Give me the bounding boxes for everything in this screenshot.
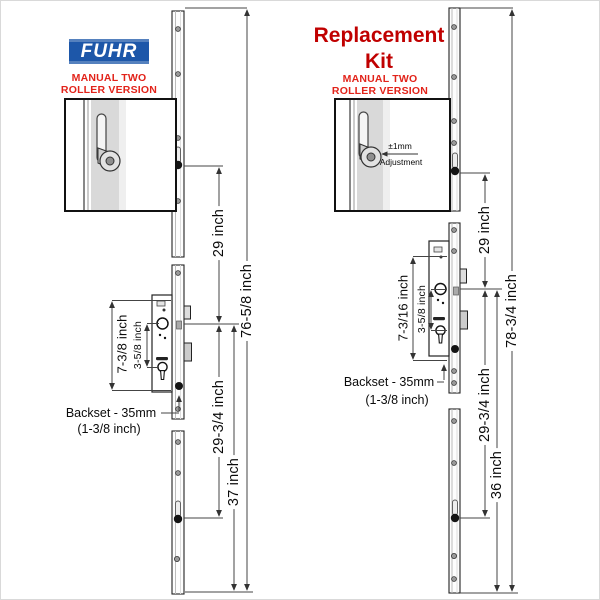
screw-dot [451, 227, 457, 233]
screw-dot [175, 406, 181, 412]
deadbolt [459, 310, 468, 330]
right-backset-line1: Backset - 35mm [341, 375, 437, 389]
right-dim-lower-span: 29-3/4 inch [477, 365, 493, 445]
left-dim-bottom-span: 37 inch [226, 454, 242, 510]
screw-dot [451, 576, 457, 582]
left-version-line2: ROLLER VERSION [60, 84, 158, 96]
left-rail-gearbox-section [151, 264, 192, 420]
left-dim-lower-span: 29-3/4 inch [211, 377, 227, 457]
left-backset-line1: Backset - 35mm [63, 406, 159, 420]
right-version-line2: ROLLER VERSION [331, 85, 429, 97]
replacement-lock-drawing [410, 7, 518, 594]
title-line1: Replacement [313, 24, 445, 47]
screw-dot [451, 460, 457, 466]
screw-dot [175, 470, 181, 476]
right-roller-detail-drawing [349, 100, 418, 210]
left-dim-pz-distance: 3-5/8 inch [132, 318, 144, 372]
screw-dot [175, 26, 181, 32]
right-dim-upper-span: 29 inch [477, 202, 493, 258]
right-version-line1: MANUAL TWO [342, 73, 418, 85]
screw-dot [450, 553, 457, 560]
left-rail-bottom-section [171, 430, 185, 595]
left-version-line1: MANUAL TWO [71, 72, 147, 84]
fuhr-logo: FUHR [69, 39, 149, 64]
screw-dot [175, 270, 181, 276]
right-rail-gearbox-section [428, 222, 468, 394]
latch-bolt [183, 305, 191, 320]
adjustment-label: Adjustment [379, 157, 423, 167]
right-dim-total: 78-3/4 inch [504, 271, 520, 351]
left-roller-detail-inset [64, 98, 177, 212]
screw-dot [451, 118, 457, 124]
screw-dot [451, 368, 457, 374]
screw-dot [451, 418, 457, 424]
left-dim-case-height: 7-3/8 inch [114, 311, 130, 377]
replacement-kit-title: Replacement Kit [304, 23, 454, 75]
roller-bore [105, 156, 115, 166]
screw-dot [451, 140, 457, 146]
roller-slot [452, 152, 458, 169]
roller-cam [175, 382, 183, 390]
title-line2: Kit [365, 50, 393, 73]
roller-slot [452, 499, 458, 516]
screw-dot [173, 556, 180, 563]
right-version-label: MANUAL TWO ROLLER VERSION [320, 73, 440, 97]
adjustment-value: ±1mm [388, 141, 412, 151]
fuhr-lock-drawing [109, 7, 253, 595]
right-dim-bottom-span: 36 inch [489, 447, 505, 503]
screw-dot [451, 24, 457, 30]
right-dim-case-height: 7-3/16 inch [395, 271, 411, 345]
roller-bore [366, 152, 376, 162]
screw-dot [175, 439, 181, 445]
right-dim-pz-distance: 3-5/8 inch [416, 282, 428, 336]
right-rail-bottom-section [448, 408, 461, 594]
latch-bolt [459, 268, 467, 284]
screw-dot [451, 74, 457, 80]
screw-dot [451, 248, 457, 254]
roller-cam [173, 514, 183, 524]
left-roller-detail-drawing [83, 100, 126, 210]
deadbolt [183, 342, 192, 362]
screw-dot [451, 380, 457, 386]
screw-dot [175, 71, 181, 77]
left-backset-line2: (1-3/8 inch) [75, 422, 143, 436]
left-dim-total: 76-5/8 inch [239, 261, 255, 341]
keyhole-tail [160, 370, 165, 381]
right-backset-line2: (1-3/8 inch) [363, 393, 431, 407]
left-dim-upper-span: 29 inch [211, 205, 227, 261]
roller-cam [451, 345, 459, 353]
left-version-label: MANUAL TWO ROLLER VERSION [49, 72, 169, 96]
roller-cam [450, 166, 460, 176]
keyhole-tail [438, 333, 443, 344]
right-roller-detail-inset: ±1mm Adjustment [334, 98, 451, 212]
roller-cam [450, 513, 460, 523]
roller-slot [175, 500, 181, 518]
